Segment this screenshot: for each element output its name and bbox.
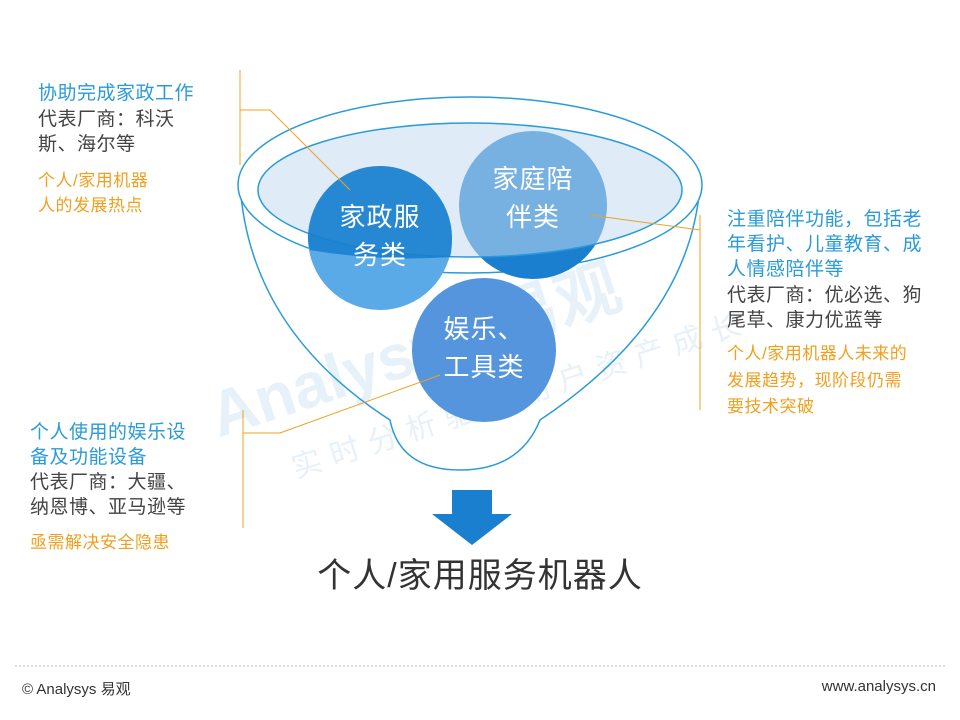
left-top-note-2: 人的发展热点 bbox=[38, 196, 143, 215]
diagram-title: 个人/家用服务机器人 bbox=[317, 557, 643, 595]
left-top-title: 协助完成家政工作 bbox=[38, 83, 195, 104]
connector-left-top bbox=[240, 109, 351, 191]
circle-label-line: 家庭陪 bbox=[492, 164, 574, 194]
footer-website: www.analysys.cn bbox=[821, 678, 936, 695]
left-bottom-title-1: 个人使用的娱乐设 bbox=[30, 422, 187, 443]
circle-label-line: 伴类 bbox=[505, 202, 560, 232]
circle-label-line: 务类 bbox=[352, 240, 407, 270]
right-title-1: 注重陪伴功能，包括老 bbox=[727, 209, 923, 230]
right-vendors-2: 尾草、康力优蓝等 bbox=[727, 310, 884, 331]
circle-entertainment bbox=[412, 278, 556, 422]
circle-label-line: 家政服 bbox=[339, 202, 421, 232]
circle-label-housekeeping: 家政服 务类 bbox=[320, 198, 440, 274]
funnel-body bbox=[239, 184, 701, 471]
circle-label-line: 工具类 bbox=[443, 352, 525, 382]
left-bottom-title-2: 备及功能设备 bbox=[30, 447, 148, 468]
right-title-2: 年看护、儿童教育、成 bbox=[727, 234, 923, 255]
down-arrow-icon bbox=[432, 490, 512, 545]
right-vendors-1: 代表厂商：优必选、狗 bbox=[727, 285, 923, 306]
right-title-3: 人情感陪伴等 bbox=[727, 259, 845, 280]
left-bottom-vendors-2: 纳恩博、亚马逊等 bbox=[30, 497, 187, 518]
circle-label-entertainment: 娱乐、 工具类 bbox=[424, 310, 544, 386]
circle-label-line: 娱乐、 bbox=[443, 314, 525, 344]
connector-right bbox=[589, 214, 701, 231]
left-bottom-vendors-1: 代表厂商：大疆、 bbox=[30, 472, 187, 493]
circle-label-companion: 家庭陪 伴类 bbox=[473, 160, 593, 236]
circle-housekeeping-top bbox=[308, 166, 452, 259]
left-top-vendors-2: 斯、海尔等 bbox=[38, 134, 136, 155]
connector-left-bottom bbox=[243, 374, 441, 434]
right-note-3: 要技术突破 bbox=[727, 397, 815, 416]
left-top-vendors-1: 代表厂商：科沃 bbox=[38, 109, 175, 130]
left-bottom-note: 亟需解决安全隐患 bbox=[30, 533, 170, 552]
right-note-1: 个人/家用机器人未来的 bbox=[727, 344, 908, 363]
footer-copyright: © Analysys 易观 bbox=[22, 681, 131, 698]
right-note-2: 发展趋势，现阶段仍需 bbox=[727, 371, 902, 390]
left-top-note-1: 个人/家用机器 bbox=[38, 171, 149, 190]
